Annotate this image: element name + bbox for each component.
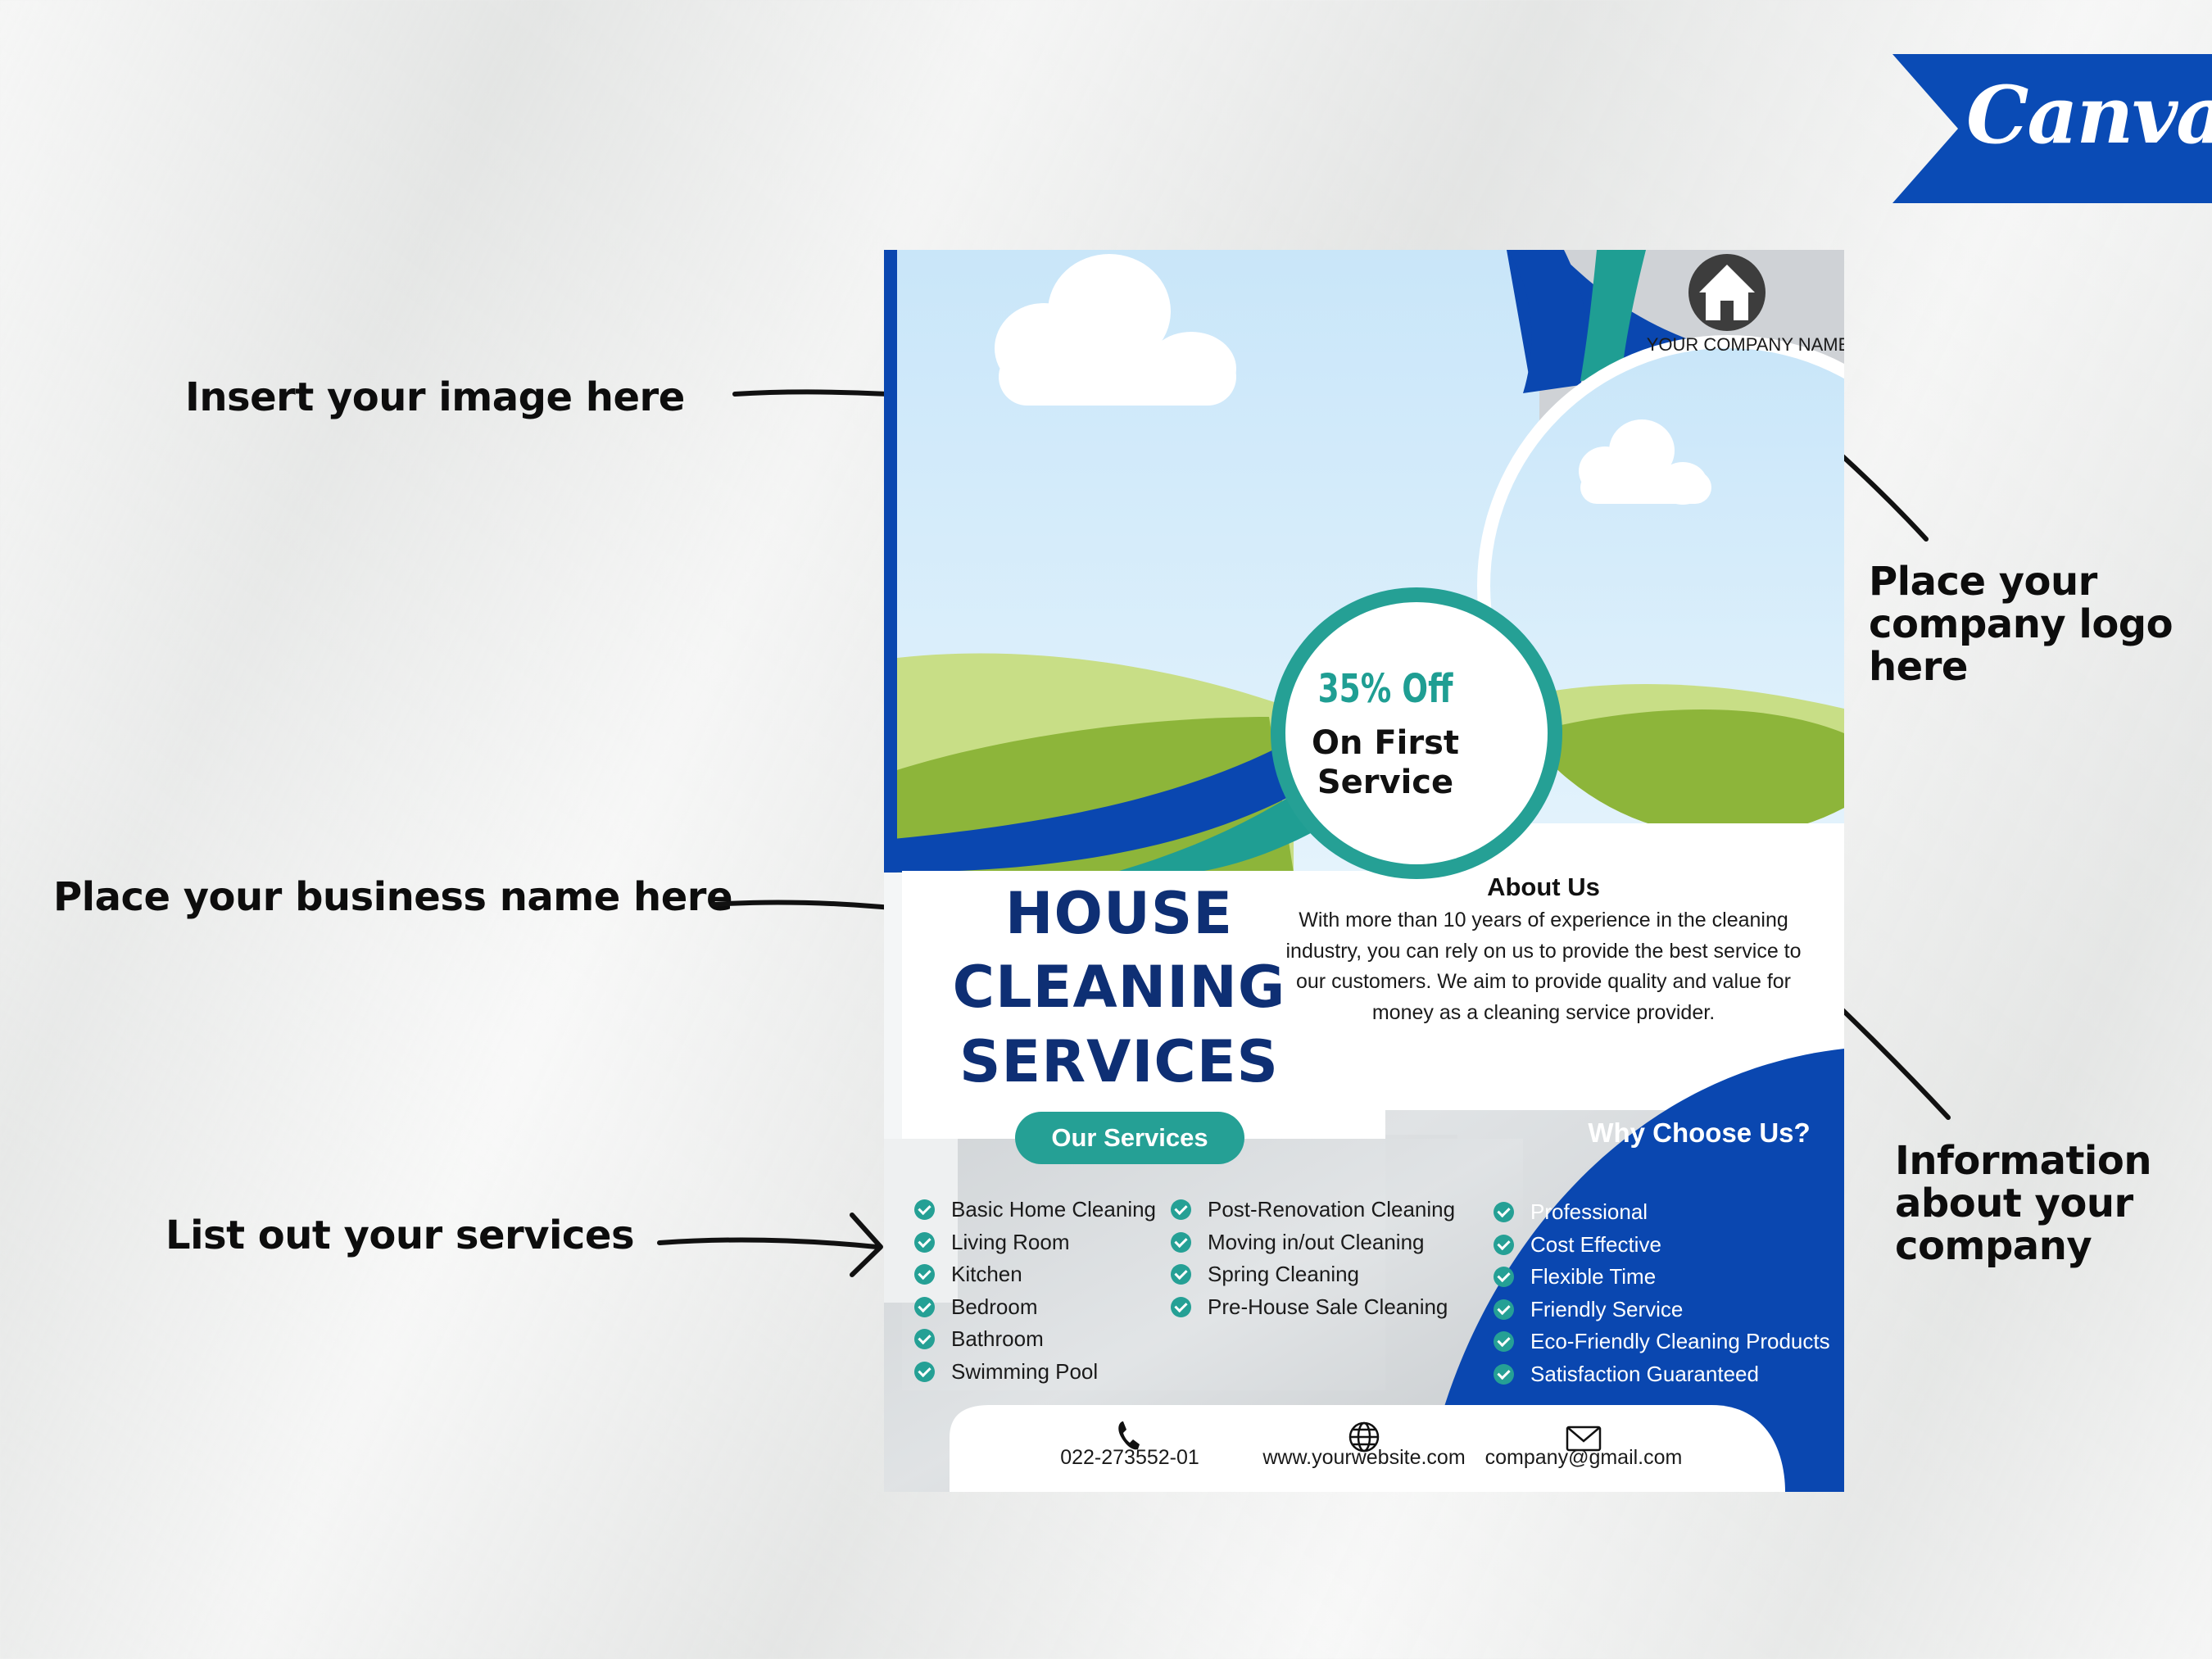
annotation-services: List out your services xyxy=(165,1213,635,1258)
check-icon xyxy=(1494,1363,1514,1385)
check-icon xyxy=(914,1361,935,1382)
annotation-logo: Place your company logo here xyxy=(1869,559,2173,690)
check-icon xyxy=(914,1329,935,1350)
title-line: SERVICES xyxy=(959,1027,1279,1095)
canva-ribbon xyxy=(1892,54,2212,203)
service-label: Swimming Pool xyxy=(951,1358,1099,1384)
annotation-logo-line: company logo xyxy=(1869,601,2173,647)
check-icon xyxy=(1494,1234,1514,1255)
list-item: Swimming Pool xyxy=(914,1356,1156,1389)
reason-label: Eco-Friendly Cleaning Products xyxy=(1530,1329,1830,1354)
list-item: Basic Home Cleaning xyxy=(914,1194,1156,1226)
list-item: Eco-Friendly Cleaning Products xyxy=(1494,1326,1830,1358)
why-choose-list: Professional Cost Effective Flexible Tim… xyxy=(1494,1196,1830,1390)
check-icon xyxy=(1171,1199,1191,1221)
list-item: Moving in/out Cleaning xyxy=(1171,1226,1455,1259)
annotation-logo-line: here xyxy=(1869,643,1968,690)
service-label: Moving in/out Cleaning xyxy=(1208,1229,1425,1254)
check-icon xyxy=(914,1231,935,1253)
list-item: Spring Cleaning xyxy=(1171,1258,1455,1291)
about-title: About Us xyxy=(1487,873,1600,901)
annotation-company-info: Information about your company xyxy=(1895,1138,2152,1269)
service-label: Pre-House Sale Cleaning xyxy=(1208,1294,1448,1319)
list-item: Pre-House Sale Cleaning xyxy=(1171,1291,1455,1324)
company-name: YOUR COMPANY NAME xyxy=(1646,334,1844,355)
list-item: Flexible Time xyxy=(1494,1261,1830,1294)
list-item: Friendly Service xyxy=(1494,1294,1830,1326)
flyer-artwork xyxy=(884,250,1844,1492)
check-icon xyxy=(1494,1202,1514,1223)
offer-line: Service xyxy=(1317,764,1454,801)
contact-email: company@gmail.com xyxy=(1484,1446,1683,1469)
annotation-logo-line: Place your xyxy=(1869,559,2097,605)
service-label: Spring Cleaning xyxy=(1208,1262,1360,1287)
offer-subtitle: On First Service xyxy=(1262,723,1508,802)
business-title: HOUSE CLEANING SERVICES xyxy=(927,877,1312,1099)
contact-website: www.yourwebsite.com xyxy=(1262,1446,1466,1469)
list-item: Post-Renovation Cleaning xyxy=(1171,1194,1455,1226)
services-list-1: Basic Home Cleaning Living Room Kitchen … xyxy=(914,1194,1156,1388)
annotation-info-line: Information xyxy=(1895,1138,2152,1184)
annotation-info-line: company xyxy=(1895,1222,2092,1269)
list-item: Kitchen xyxy=(914,1258,1156,1291)
check-icon xyxy=(914,1296,935,1317)
service-label: Post-Renovation Cleaning xyxy=(1208,1197,1456,1222)
service-label: Kitchen xyxy=(951,1262,1022,1287)
check-icon xyxy=(1171,1296,1191,1317)
offer-percent: 35% Off xyxy=(1317,666,1453,712)
list-item: Satisfaction Guaranteed xyxy=(1494,1358,1830,1391)
about-body: With more than 10 years of experience in… xyxy=(1285,909,1802,1024)
service-label: Living Room xyxy=(951,1229,1070,1254)
reason-label: Cost Effective xyxy=(1530,1231,1661,1257)
our-services-label: Our Services xyxy=(1015,1112,1244,1164)
check-icon xyxy=(1494,1299,1514,1320)
canva-logo: Canva xyxy=(1966,69,2212,161)
annotation-info-line: about your xyxy=(1895,1180,2133,1226)
offer-line: On First xyxy=(1311,724,1460,762)
globe-icon xyxy=(1349,1421,1380,1453)
list-item: Cost Effective xyxy=(1494,1229,1830,1262)
flyer-preview: YOUR COMPANY NAME 35% Off On First Servi… xyxy=(884,250,1844,1492)
list-item: Living Room xyxy=(914,1226,1156,1259)
check-icon xyxy=(1171,1231,1191,1253)
title-line: HOUSE xyxy=(1004,880,1234,947)
check-icon xyxy=(914,1264,935,1285)
mail-icon xyxy=(1566,1426,1602,1452)
service-label: Bedroom xyxy=(951,1294,1038,1319)
contact-phone: 022-273552-01 xyxy=(1060,1446,1199,1469)
reason-label: Flexible Time xyxy=(1530,1264,1657,1290)
title-line: CLEANING xyxy=(952,954,1286,1022)
why-choose-title: Why Choose Us? xyxy=(1588,1117,1811,1148)
reason-label: Friendly Service xyxy=(1530,1296,1684,1321)
list-item: Bathroom xyxy=(914,1323,1156,1356)
cloud-icon xyxy=(995,254,1236,406)
check-icon xyxy=(1494,1267,1514,1288)
annotation-business-name: Place your business name here xyxy=(53,874,733,920)
service-label: Bathroom xyxy=(951,1326,1044,1352)
check-icon xyxy=(1494,1331,1514,1353)
annotation-insert-image: Insert your image here xyxy=(185,374,685,420)
reason-label: Professional xyxy=(1530,1199,1648,1225)
check-icon xyxy=(914,1199,935,1221)
check-icon xyxy=(1171,1264,1191,1285)
phone-icon xyxy=(1118,1421,1140,1450)
list-item: Bedroom xyxy=(914,1291,1156,1324)
services-list-2: Post-Renovation Cleaning Moving in/out C… xyxy=(1171,1194,1455,1323)
reason-label: Satisfaction Guaranteed xyxy=(1530,1361,1759,1386)
service-label: Basic Home Cleaning xyxy=(951,1197,1157,1222)
house-icon xyxy=(1699,265,1755,320)
list-item: Professional xyxy=(1494,1196,1830,1229)
